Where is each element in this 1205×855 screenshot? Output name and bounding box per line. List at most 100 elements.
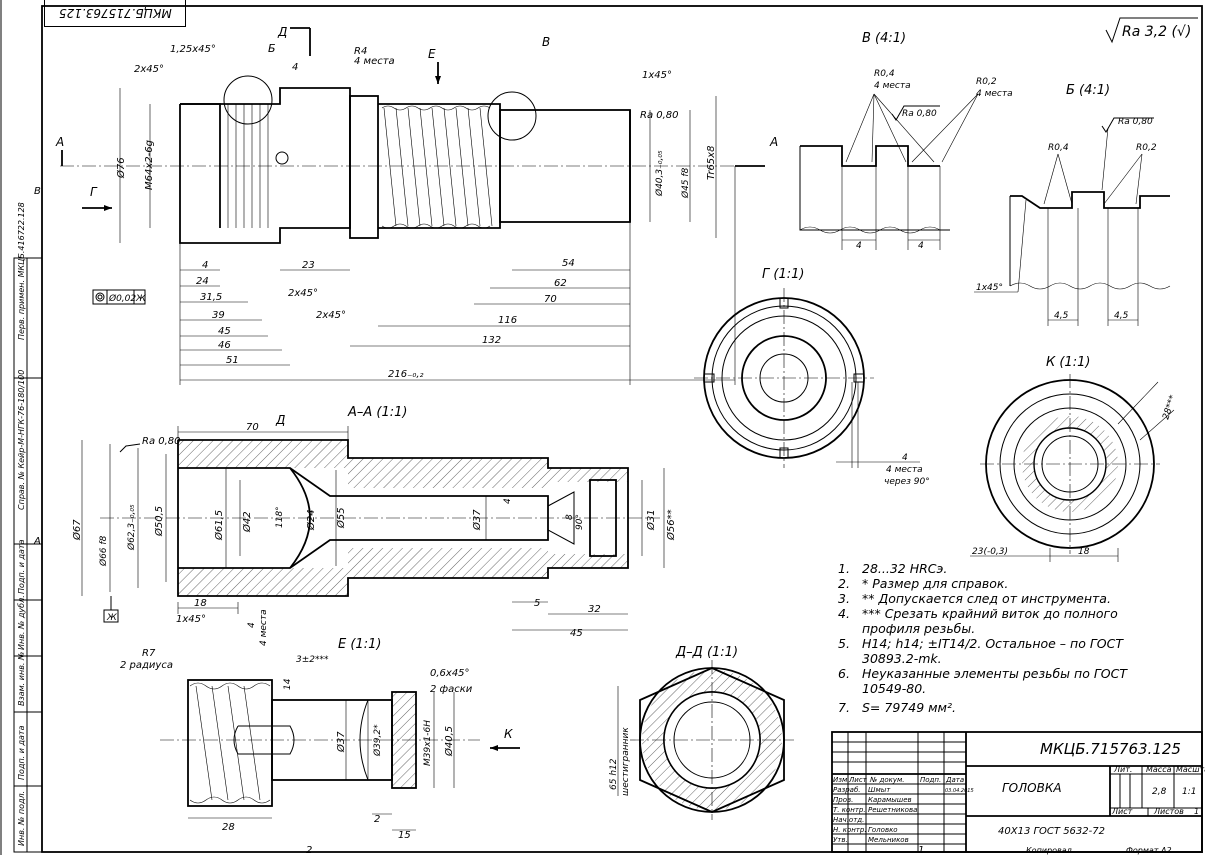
roughness-label: Ra 0,80 bbox=[902, 109, 937, 119]
dim-label: 4 bbox=[503, 498, 513, 504]
dim-label: R0,4 bbox=[1048, 143, 1069, 153]
dim-label: 4,5 bbox=[1054, 311, 1069, 321]
mass-label: Масса bbox=[1146, 765, 1172, 774]
strip-label: Перв. примен. МКЦБ.416722.128 bbox=[17, 202, 26, 340]
svg-text:Ж: Ж bbox=[135, 294, 146, 304]
svg-text:Головко: Головко bbox=[868, 826, 898, 834]
detail-e: Е (1:1) R7 2 радиуса 3±2*** 14 0,6x45° 2… bbox=[120, 637, 520, 841]
detail-b: Б (4:1) Ra 0,80 R0,4 R0,2 1x45° 4,5 4,5 bbox=[974, 83, 1171, 326]
svg-text:Карамышев: Карамышев bbox=[868, 796, 912, 804]
note-item: 5.H14; h14; ±IT14/2. Остальное – по ГОСТ… bbox=[838, 636, 1123, 666]
section-mark: Б bbox=[268, 42, 276, 55]
zone-label: 1 bbox=[918, 845, 924, 855]
dim-label: 4 bbox=[918, 241, 924, 251]
detail-k: К (1:1) 28*** 23(-0,3) 18 bbox=[970, 355, 1179, 562]
dim-label: R7 bbox=[142, 648, 156, 659]
dim-label: 2 фаски bbox=[430, 684, 473, 695]
svg-text:Ra 3,2 (√): Ra 3,2 (√) bbox=[1122, 24, 1191, 40]
dim-label: R0,2 bbox=[976, 77, 997, 87]
sheets-value: 1 bbox=[1194, 807, 1199, 816]
scale-value: 1:1 bbox=[1182, 787, 1196, 797]
dim-label: 4 bbox=[856, 241, 862, 251]
dim-label: Ø31 bbox=[645, 509, 657, 531]
dim-label: 23(-0,3) bbox=[972, 547, 1008, 557]
section-mark: Д bbox=[277, 25, 287, 39]
svg-text:Нач.отд.: Нач.отд. bbox=[833, 816, 864, 824]
dim-label: 3±2*** bbox=[296, 655, 329, 665]
dim-label: 4,5 bbox=[1114, 311, 1129, 321]
dim-label: Ø24 bbox=[305, 509, 317, 531]
view-title: Г (1:1) bbox=[762, 267, 804, 282]
view-title: Б (4:1) bbox=[1066, 83, 1110, 98]
svg-text:Лист: Лист bbox=[848, 776, 868, 784]
dim-label: Ø76 bbox=[115, 157, 127, 179]
detail-mark: В bbox=[542, 35, 550, 49]
dim-label: 45 bbox=[218, 326, 231, 337]
dim-label: Ø45 f8 bbox=[680, 167, 691, 199]
sheet-border bbox=[41, 5, 1203, 853]
note-item: 2.* Размер для справок. bbox=[838, 576, 1009, 591]
lit-label: Лит. bbox=[1113, 765, 1132, 774]
section-mark: Д bbox=[275, 413, 285, 427]
zone-label: В bbox=[34, 186, 41, 197]
dim-label: 46 bbox=[218, 340, 231, 351]
svg-text:Дата: Дата bbox=[945, 776, 964, 784]
dim-label: 65 h12 bbox=[609, 758, 619, 790]
detail-v: В (4:1) R0,4 4 места R0,2 4 места Ra 0,8… bbox=[799, 31, 1013, 251]
strip-label: Подп. и дата bbox=[17, 539, 26, 594]
svg-text:Разраб.: Разраб. bbox=[833, 786, 861, 794]
dim-label: 4 bbox=[292, 62, 298, 73]
dim-label: 216₋₀,₂ bbox=[388, 369, 424, 380]
dim-label: 28*** bbox=[1161, 394, 1178, 421]
svg-text:№ докум.: № докум. bbox=[869, 776, 905, 784]
roughness-label: Ra 0,80 bbox=[640, 110, 679, 121]
dim-label: 32 bbox=[588, 604, 601, 615]
note-item: 7.S= 79749 мм². bbox=[838, 700, 956, 715]
dim-label: 132 bbox=[482, 335, 501, 346]
dim-label: Tr65x8 bbox=[706, 146, 717, 180]
mass-value: 2,8 bbox=[1152, 787, 1167, 797]
dim-label: Ø37 bbox=[471, 509, 483, 531]
view-mark: Е bbox=[428, 47, 436, 61]
svg-text:Мельников: Мельников bbox=[868, 836, 909, 844]
dim-label: 1,25x45° bbox=[170, 44, 216, 55]
dim-label: 54 bbox=[562, 258, 575, 269]
format-label: Формат А2 bbox=[1126, 846, 1172, 855]
view-title: А–А (1:1) bbox=[347, 405, 407, 420]
main-view: 1,25x45° 2x45° Б Д 4 R4 4 места Е В 1x45… bbox=[55, 25, 778, 385]
sheets-label: Листов bbox=[1153, 807, 1184, 816]
dim-label: через 90° bbox=[884, 477, 930, 487]
roughness-label: Ra 0,80 bbox=[142, 436, 181, 447]
strip-label: Инв. № подл. bbox=[17, 791, 26, 846]
dim-label: 2x45° bbox=[288, 288, 318, 299]
dim-label: 4 места bbox=[886, 465, 923, 475]
dim-label: 39 bbox=[212, 310, 225, 321]
dim-label: 90° bbox=[575, 514, 585, 530]
dim-label: 45 bbox=[570, 628, 583, 639]
note-item: 4.*** Срезать крайний виток до полного п… bbox=[838, 606, 1118, 636]
dim-label: 2x45° bbox=[316, 310, 346, 321]
dim-label: 1x45° bbox=[176, 614, 206, 625]
datum-mark: Ж bbox=[106, 613, 117, 623]
dim-label: Ø62,3₋₀,₀₅ bbox=[126, 504, 137, 551]
detail-g: Г (1:1) 4 4 места через 90° bbox=[694, 267, 930, 487]
dim-label: 1x45° bbox=[976, 283, 1003, 293]
dim-label: 15 bbox=[398, 830, 411, 841]
dim-label: Ø56** bbox=[665, 509, 677, 541]
view-title: Д–Д (1:1) bbox=[675, 645, 738, 660]
svg-text:Утв.: Утв. bbox=[833, 836, 848, 844]
dim-label: Ø66 f8 bbox=[98, 535, 109, 567]
dim-label: 51 bbox=[226, 355, 239, 366]
svg-text:Шмыт: Шмыт bbox=[868, 786, 891, 794]
dim-label: Ø40,5 bbox=[443, 726, 455, 757]
dim-label: 24 bbox=[196, 276, 209, 287]
dim-label: R0,4 bbox=[874, 69, 895, 79]
scale-label: Масштаб bbox=[1176, 765, 1205, 774]
dim-label: 23 bbox=[302, 260, 315, 271]
svg-text:Ø0,02: Ø0,02 bbox=[108, 293, 136, 304]
left-strip: Перв. примен. МКЦБ.416722.128 Справ. № К… bbox=[13, 202, 43, 853]
note-item: 6.Неуказанные элементы резьбы по ГОСТ 10… bbox=[838, 666, 1127, 696]
dim-label: Ø61,5 bbox=[213, 510, 225, 541]
svg-text:Решетникова: Решетникова bbox=[868, 806, 917, 814]
